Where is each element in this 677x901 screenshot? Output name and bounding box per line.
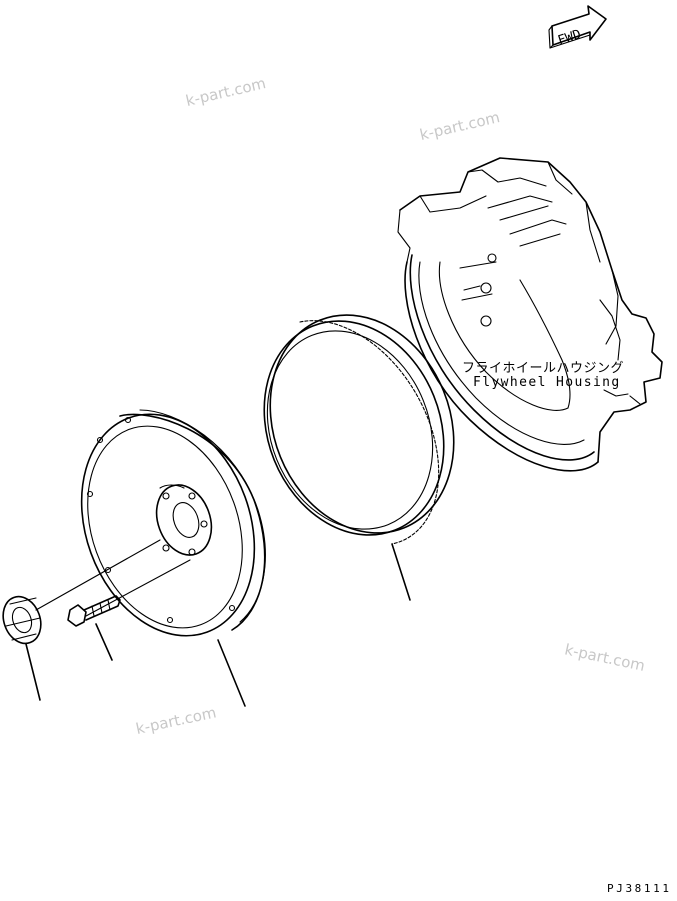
ring-gear <box>263 314 455 601</box>
housing-label-english: Flywheel Housing <box>473 375 621 390</box>
flywheel <box>80 409 266 707</box>
flywheel-housing <box>397 157 663 472</box>
mounting-bolt <box>67 559 191 661</box>
fwd-label: FWD <box>556 27 583 49</box>
housing-label-japanese: フライホイールハウジング <box>462 361 625 376</box>
fwd-arrow-icon: FWD <box>548 5 607 49</box>
pilot-bearing <box>2 539 161 701</box>
drawing-number: PJ38111 <box>607 882 672 895</box>
